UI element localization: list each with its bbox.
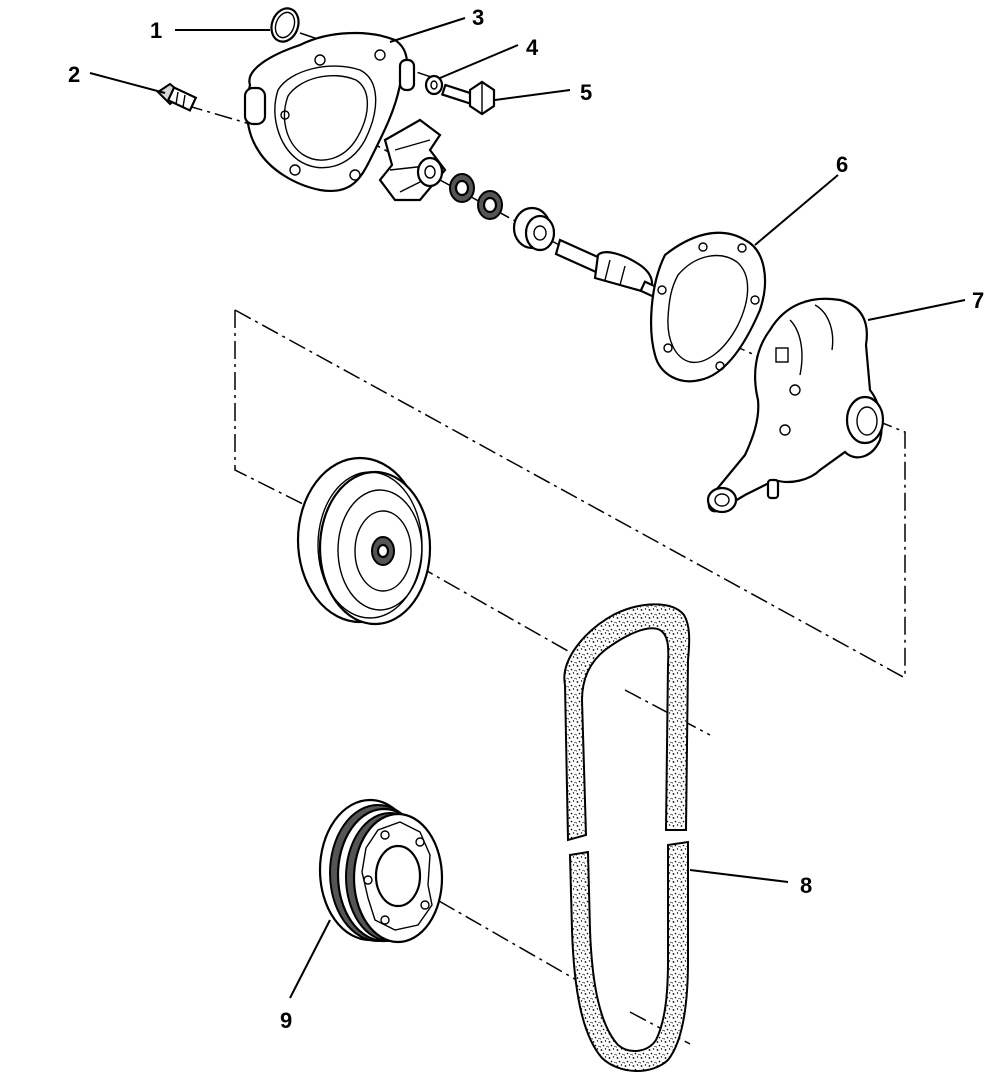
pump-cover — [243, 31, 416, 193]
bolt — [440, 80, 496, 116]
callout-9: 9 — [280, 1008, 292, 1033]
washer — [424, 74, 444, 96]
callout-7: 7 — [972, 288, 984, 313]
assembly-lines — [184, 32, 906, 1045]
bearing-ring — [477, 190, 503, 220]
callout-8: 8 — [800, 873, 812, 898]
o-ring — [270, 7, 300, 43]
bearing — [512, 206, 556, 252]
pump-housing — [706, 297, 885, 514]
seal — [449, 173, 475, 203]
callout-4: 4 — [526, 35, 539, 60]
impeller — [378, 118, 447, 202]
drain-plug — [156, 82, 198, 112]
callout-6: 6 — [836, 152, 848, 177]
callout-2: 2 — [68, 62, 80, 87]
callout-1: 1 — [150, 18, 162, 43]
callout-3: 3 — [472, 5, 484, 30]
shaft-assembly — [554, 238, 663, 300]
water-pump-pulley — [296, 456, 432, 626]
crank-pulley — [318, 798, 444, 944]
gasket — [650, 231, 767, 383]
callouts: 1 2 3 4 5 6 7 8 9 — [68, 5, 984, 1033]
callout-5: 5 — [580, 80, 592, 105]
leader-lines — [89, 17, 966, 999]
v-belt — [563, 603, 691, 1072]
